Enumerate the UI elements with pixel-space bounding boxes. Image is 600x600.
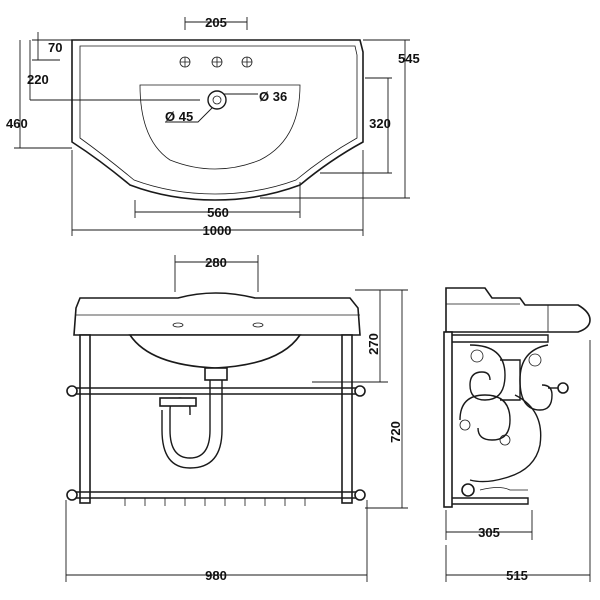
front-view-siphon: [159, 367, 228, 469]
top-view: 205 70 220 460 545 320 Ø 36 Ø 45 560 100…: [6, 15, 420, 238]
front-view-leg-right: [341, 334, 353, 504]
front-view: 280 270 720 980: [65, 255, 408, 583]
dim-basin-width: 560: [207, 205, 229, 220]
dim-side-frame-depth: 305: [478, 525, 500, 540]
front-view-shelf-basket: [115, 497, 320, 506]
dim-drain-depth: 220: [27, 72, 49, 87]
dim-front-basin-height: 270: [366, 333, 381, 355]
dim-front-basin-width: 280: [205, 255, 227, 270]
dim-frame-height: 720: [388, 421, 403, 443]
dim-basin-depth: 320: [369, 116, 391, 131]
dim-depth-right: 545: [398, 51, 420, 66]
top-view-inner-rim: [79, 45, 358, 195]
dim-frame-width: 980: [205, 568, 227, 583]
side-view-scrollwork: [459, 344, 553, 483]
top-view-tap-holes: [179, 56, 253, 68]
top-view-drain: [207, 90, 227, 110]
dim-drain-hole: Ø 45: [165, 109, 193, 124]
top-view-basin-outline: [71, 39, 364, 201]
dim-overall-width: 1000: [203, 223, 232, 238]
dim-side-overall-depth: 515: [506, 568, 528, 583]
dim-tap-hole: Ø 36: [259, 89, 287, 104]
side-view: 305 515: [443, 287, 591, 583]
front-view-basin-bowl: [128, 334, 302, 369]
front-view-countertop: [73, 292, 361, 336]
dim-depth-total: 460: [6, 116, 28, 131]
dim-tap-offset: 70: [48, 40, 62, 55]
side-view-basin-profile: [445, 287, 591, 333]
side-view-back-plate: [443, 331, 453, 508]
front-view-leg-left: [79, 334, 91, 504]
top-view-bowl: [139, 84, 301, 170]
dim-tap-spacing: 205: [205, 15, 227, 30]
